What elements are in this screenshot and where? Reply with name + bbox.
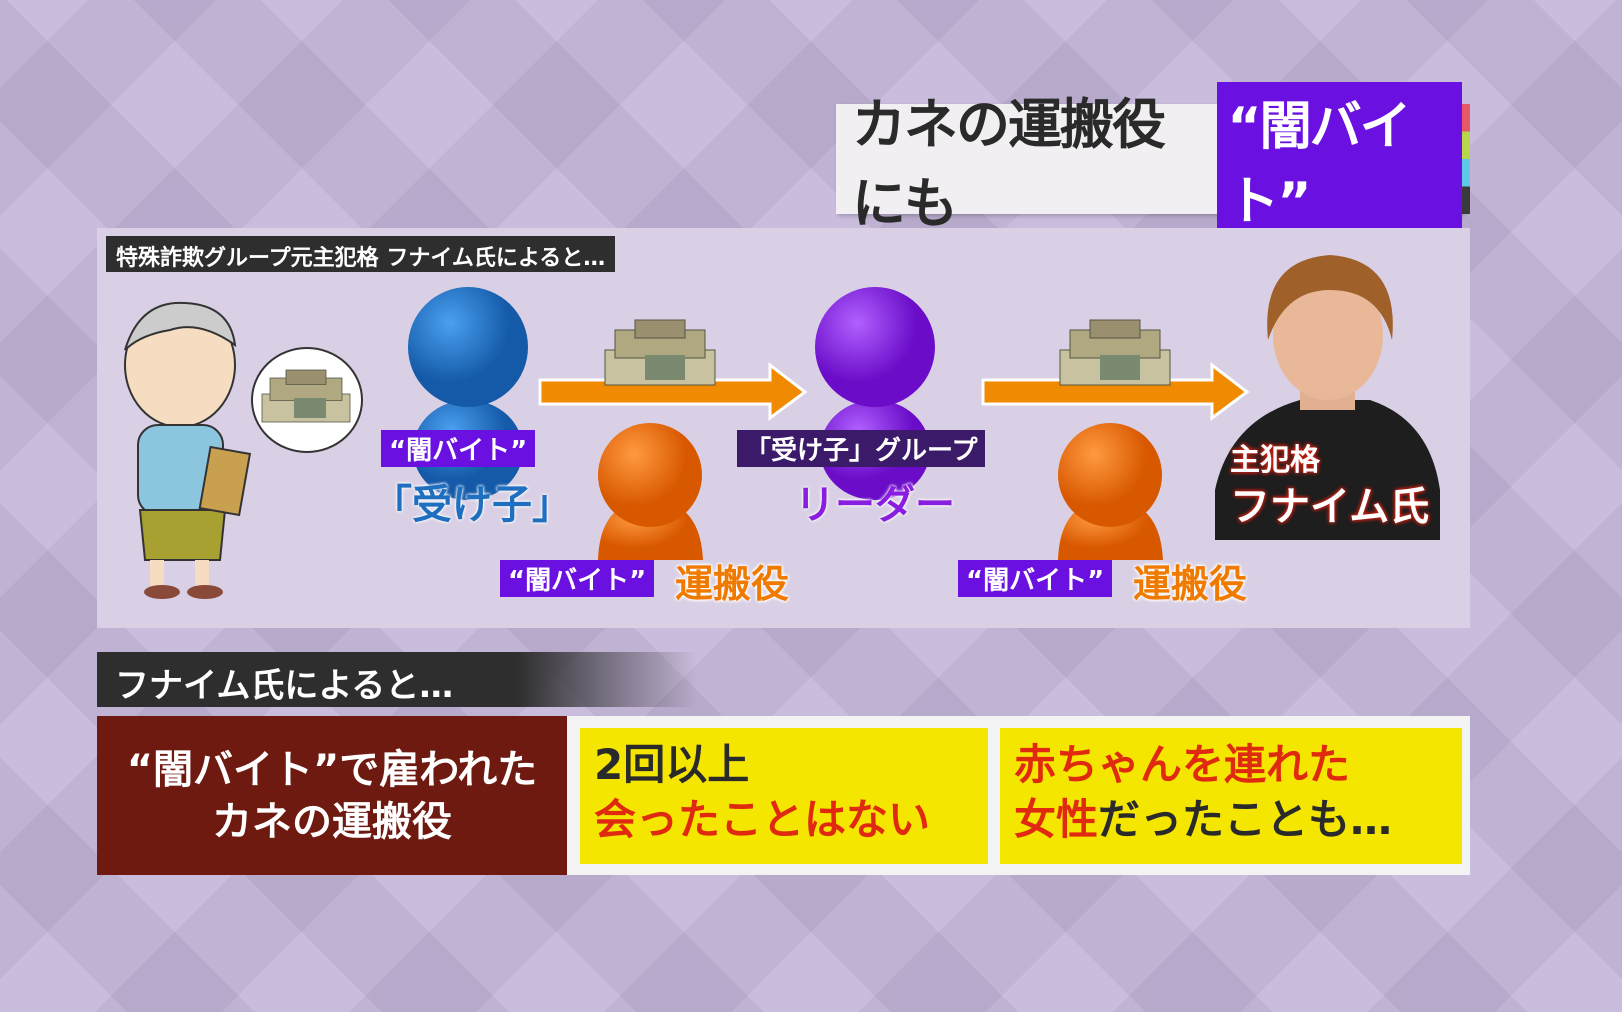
source-caption: 特殊詐欺グループ元主犯格 フナイム氏によると… — [106, 236, 616, 272]
person-purple-icon — [815, 287, 935, 500]
carrier1-tag: “闇バイト” — [500, 560, 655, 597]
money-stack-icon — [604, 319, 716, 386]
boss-tag: 主犯格 — [1230, 443, 1320, 478]
point-box-1: 2回以上 会ったことはない — [580, 728, 988, 864]
ukeko-label: 「受け子」 — [372, 482, 572, 528]
arrow-right-icon — [981, 361, 1250, 421]
headline-highlight: “闇バイト” — [1217, 82, 1462, 236]
grandma-illustration — [124, 301, 252, 599]
person-orange-icon — [598, 423, 703, 560]
topic-line: “闇バイト”で雇われた — [126, 746, 538, 793]
point2-line2-highlight: 女性 — [1014, 794, 1099, 844]
point1-line2: 会ったことはない — [594, 794, 931, 844]
point1-line1: 2回以上 — [594, 740, 750, 789]
arrow-right-icon — [538, 361, 808, 421]
subtitle-bar: フナイム氏によると… — [97, 652, 697, 707]
carrier2-label: 運搬役 — [1133, 562, 1248, 606]
speech-bubble-money-icon — [251, 347, 363, 453]
point-box-2: 赤ちゃんを連れた 女性だったことも… — [1000, 728, 1462, 864]
point2-line1: 赤ちゃんを連れた — [1014, 740, 1351, 789]
boss-photo — [1215, 255, 1440, 540]
ukeko-tag: “闇バイト” — [381, 430, 536, 467]
point2-line2-rest: だったことも… — [1098, 794, 1393, 844]
topic-line: カネの運搬役 — [212, 798, 452, 845]
headline-box: カネの運搬役にも “闇バイト” — [836, 82, 1462, 236]
topic-box: “闇バイト”で雇われた カネの運搬役 — [97, 716, 567, 875]
carrier2-tag: “闇バイト” — [958, 560, 1113, 597]
person-orange-icon — [1058, 423, 1163, 560]
headline-text: カネの運搬役にも — [852, 93, 1166, 235]
money-stack-icon — [1059, 319, 1171, 386]
leader-label: リーダー — [795, 482, 955, 528]
carrier1-label: 運搬役 — [675, 562, 790, 606]
boss-label: フナイム氏 — [1230, 484, 1430, 530]
color-stripe — [1462, 104, 1470, 214]
leader-tag: 「受け子」グループ — [737, 430, 986, 467]
person-blue-icon — [408, 287, 528, 500]
